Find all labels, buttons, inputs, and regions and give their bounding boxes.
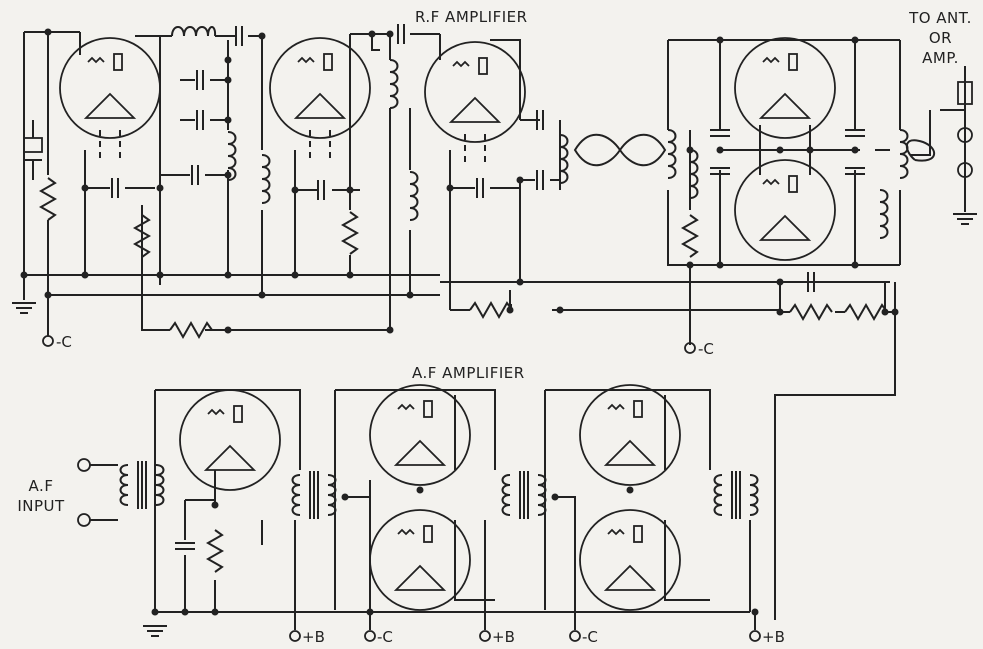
af-driver-tube	[179, 389, 281, 491]
ground-icon-rf	[11, 302, 37, 314]
af-output-transformer	[713, 470, 759, 520]
to-antenna-line-2: OR	[928, 29, 953, 47]
rf-oscillator-tube	[59, 37, 161, 139]
rf-coupling-cap-1	[235, 25, 243, 47]
terminal-neg-c-rf-2	[684, 340, 696, 354]
terminal-pos-b-label-2: +B	[492, 628, 515, 646]
af-input-label: A.F INPUT	[6, 476, 76, 516]
link-coupling-loop	[573, 133, 667, 167]
junction-dots	[20, 28, 899, 616]
rf-cap-osc-bypass	[111, 177, 119, 199]
pushpull-coil-left	[667, 129, 677, 179]
rf-pushpull-upper-tube	[734, 37, 836, 139]
pushpull-coil-left-2	[689, 149, 699, 199]
rf-resistor-grid-osc	[40, 177, 56, 221]
terminal-neg-c-label-2: -C	[698, 340, 714, 358]
rf-potentiometer	[469, 302, 513, 318]
rf-amplifier-heading: R.F AMPLIFIER	[415, 8, 528, 26]
af-wiring	[90, 389, 756, 630]
rf-tank-coil-amp	[559, 134, 569, 184]
crystal-icon	[23, 120, 43, 180]
rf-choke-4	[409, 171, 419, 221]
af-interstage-transformer-2	[501, 470, 547, 520]
pushpull-neutral-cap-1	[709, 129, 731, 137]
rf-coupling-cap-2	[397, 23, 405, 45]
rf-cap-amp-bypass	[476, 177, 484, 199]
tube-grid-lines	[99, 130, 486, 164]
pushpull-neutral-cap-3	[844, 129, 866, 137]
pushpull-bias-resistor-2	[844, 304, 888, 320]
terminal-neg-c-label-1: -C	[56, 333, 72, 351]
af-interstage-transformer-1	[291, 470, 337, 520]
rf-cap-tune-3	[191, 164, 199, 186]
terminal-pos-b-label-1: +B	[302, 628, 325, 646]
rf-cap-tune-2	[196, 109, 204, 131]
rf-pushpull-lower-tube	[734, 159, 836, 261]
ground-icon-af	[142, 625, 168, 637]
pushpull-coil-right-2	[879, 189, 889, 239]
rf-wiring	[23, 31, 890, 331]
af-bypass-cap	[174, 542, 196, 550]
af-input-line-1: A.F	[28, 477, 54, 495]
output-coupling-coil	[905, 139, 935, 162]
af-terminal-circles	[289, 630, 761, 642]
pushpull-bias-resistor-1	[789, 304, 833, 320]
antenna-meter-icon	[957, 66, 973, 178]
af-amplifier-heading: A.F AMPLIFIER	[412, 364, 525, 382]
pushpull-resistor	[682, 214, 698, 258]
af-input-terminals	[77, 458, 91, 527]
rf-cap-tune-1	[196, 69, 204, 91]
af-cathode-resistor	[207, 529, 223, 573]
rf-tank-coil	[171, 26, 217, 37]
to-antenna-line-3: AMP.	[922, 49, 959, 67]
terminal-neg-c-label-3: -C	[377, 628, 393, 646]
rf-buffer-tube	[269, 37, 371, 139]
to-antenna-line-1: TO ANT.	[909, 9, 972, 27]
rf-choke-2	[261, 154, 271, 204]
rf-cap-buffer-bypass	[317, 179, 325, 201]
to-antenna-label: TO ANT. OR AMP.	[898, 8, 983, 68]
terminal-neg-c-rf-1	[42, 330, 54, 347]
pushpull-wiring	[667, 39, 966, 620]
rf-choke-3	[389, 59, 399, 109]
af-input-line-2: INPUT	[17, 497, 65, 515]
af-input-transformer	[119, 460, 165, 510]
ground-icon-antenna	[952, 213, 978, 225]
terminal-neg-c-label-4: -C	[582, 628, 598, 646]
rf-resistor-grid-amp	[342, 211, 358, 255]
terminal-pos-b-label-3: +B	[762, 628, 785, 646]
rf-cap-tune-5	[536, 169, 544, 191]
pushpull-coil-right	[899, 129, 909, 179]
